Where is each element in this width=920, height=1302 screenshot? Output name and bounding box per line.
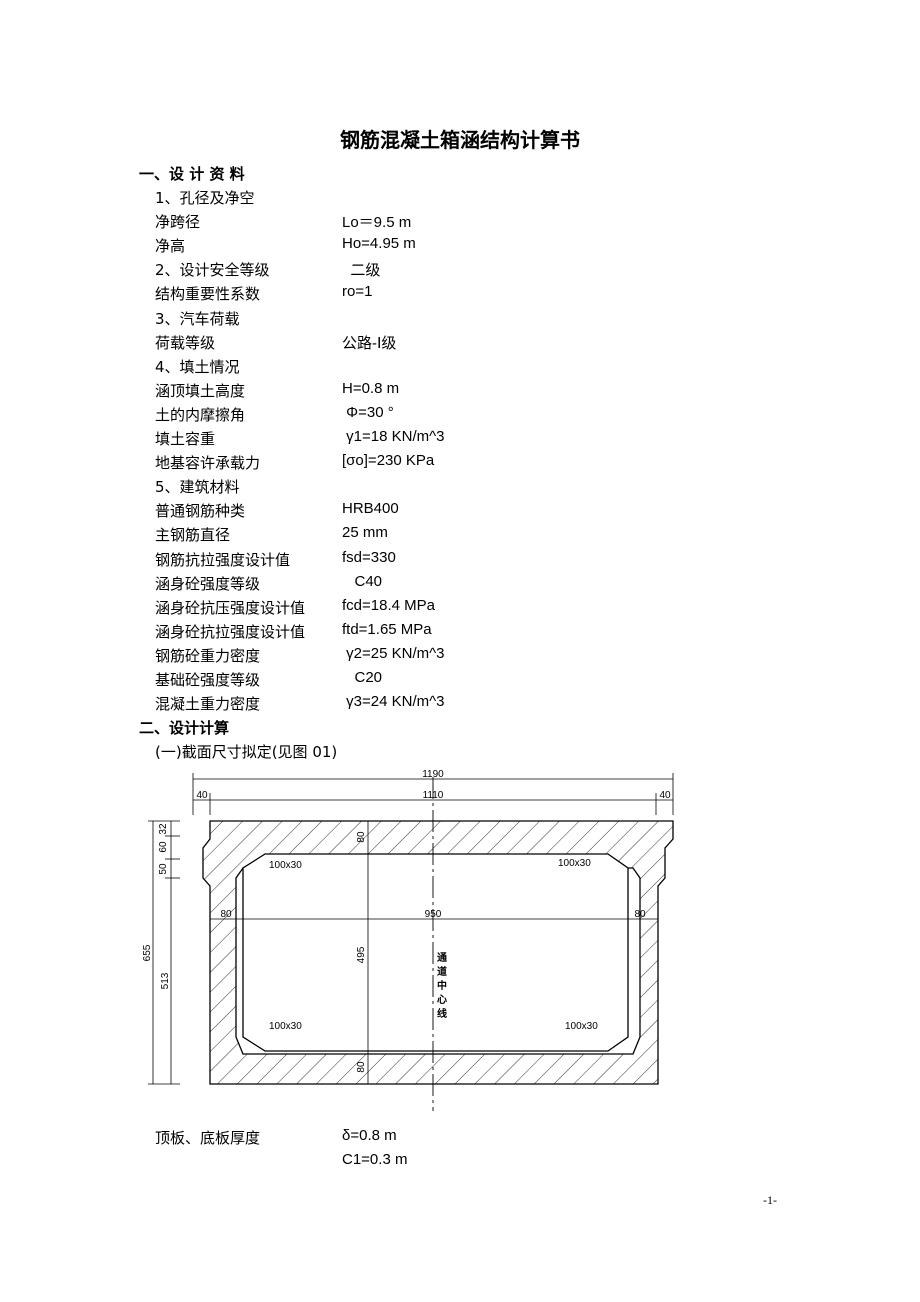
section-heading-design-calc: 二、设计计算 — [139, 719, 230, 737]
haunch-label-bottom-left: 100x30 — [269, 1021, 302, 1032]
haunch-label-top-right: 100x30 — [558, 858, 591, 869]
dim-top-slab: 80 — [356, 831, 367, 843]
design-data-label: 涵身砼抗压强度设计值 — [155, 598, 306, 617]
design-data-label: 3、汽车荷载 — [155, 309, 240, 328]
design-data-label: 填土容重 — [155, 430, 216, 448]
dim-bottom-slab: 80 — [356, 1061, 367, 1073]
design-data-label: 结构重要性系数 — [155, 285, 261, 304]
design-data-label: 钢筋砼重力密度 — [155, 646, 261, 665]
design-data-value: 二级 — [342, 262, 381, 280]
thickness-value: C1=0.3 m — [342, 1151, 408, 1168]
design-data-value: Lo＝9.5 m — [342, 214, 412, 232]
dim-50: 50 — [158, 863, 169, 875]
dim-total-width: 1190 — [422, 769, 444, 780]
culvert-concrete-body — [202, 820, 674, 1085]
design-data-value: [σo]=230 KPa — [342, 452, 435, 470]
centerline-char-1: 道 — [437, 965, 447, 978]
dim-wall-right: 80 — [634, 909, 646, 920]
design-data-label: 钢筋抗拉强度设计值 — [155, 550, 291, 569]
haunch-label-bottom-right: 100x30 — [565, 1021, 598, 1032]
haunch-label-top-left: 100x30 — [269, 860, 302, 871]
centerline-char-0: 通 — [437, 952, 447, 964]
dim-wall-left: 80 — [220, 909, 232, 920]
design-data-label: 混凝土重力密度 — [155, 695, 261, 714]
box-culvert-section-drawing: 1190 1110 40 40 32 60 50 655 513 80 495 … — [142, 769, 674, 1111]
design-data-value: HRB400 — [342, 500, 399, 518]
design-data-label: 净高 — [155, 237, 186, 256]
design-data-value: fsd=330 — [342, 548, 396, 566]
centerline-char-3: 心 — [437, 994, 447, 1006]
section-heading-design-data: 一、设 计 资 料 — [139, 165, 245, 183]
dim-clear-height: 495 — [356, 946, 367, 963]
subsection-heading: (一)截面尺寸拟定(见图 01) — [155, 743, 338, 761]
culvert-opening — [242, 853, 629, 1052]
thickness-value: δ=0.8 m — [342, 1127, 397, 1144]
design-data-label: 涵顶填土高度 — [155, 381, 246, 400]
dim-edge-right: 40 — [659, 790, 671, 801]
doc-title: 钢筋混凝土箱涵结构计算书 — [340, 128, 580, 152]
design-data-label: 普通钢筋种类 — [155, 502, 246, 521]
design-data-label: 基础砼强度等级 — [155, 671, 261, 689]
design-data-label: 涵身砼抗拉强度设计值 — [155, 622, 306, 641]
design-data-value: Φ=30 ° — [342, 403, 394, 421]
centerline-char-2: 中 — [437, 979, 447, 992]
design-data-value: C40 — [342, 572, 383, 590]
dim-60: 60 — [158, 841, 169, 853]
dim-32: 32 — [158, 823, 169, 835]
design-data-label: 土的内摩擦角 — [155, 405, 246, 424]
dim-edge-left: 40 — [196, 790, 208, 801]
design-data-label: 净跨径 — [155, 213, 201, 232]
design-data-value: ro=1 — [342, 283, 373, 301]
design-data-value: Ho=4.95 m — [342, 235, 416, 253]
design-data-label: 地基容许承载力 — [155, 454, 261, 473]
design-data-value: 25 mm — [342, 524, 388, 542]
design-data-value: fcd=18.4 MPa — [342, 596, 435, 614]
design-data-label: 4、填土情况 — [155, 357, 240, 376]
design-data-label: 2、设计安全等级 — [155, 261, 270, 280]
design-data-value: γ1=18 KN/m^3 — [342, 428, 445, 445]
page-number: -1- — [763, 1193, 777, 1207]
design-data-value: ftd=1.65 MPa — [342, 620, 432, 638]
design-data-value: γ2=25 KN/m^3 — [342, 644, 445, 662]
design-data-value: C20 — [342, 669, 383, 686]
design-data-value: 公路-Ⅰ级 — [342, 334, 397, 352]
design-data-value: H=0.8 m — [342, 379, 400, 397]
thickness-label: 顶板、底板厚度 — [155, 1129, 261, 1147]
dim-655: 655 — [142, 944, 153, 961]
design-data-value: γ3=24 KN/m^3 — [342, 693, 445, 711]
design-data-label: 5、建筑材料 — [155, 478, 240, 497]
design-data-label: 主钢筋直径 — [155, 526, 231, 545]
design-data-label: 涵身砼强度等级 — [155, 574, 261, 593]
design-data-label: 荷载等级 — [155, 333, 216, 352]
centerline-char-4: 线 — [437, 1007, 447, 1020]
design-data-label: 1、孔径及净空 — [155, 189, 255, 207]
dim-513: 513 — [160, 972, 171, 989]
